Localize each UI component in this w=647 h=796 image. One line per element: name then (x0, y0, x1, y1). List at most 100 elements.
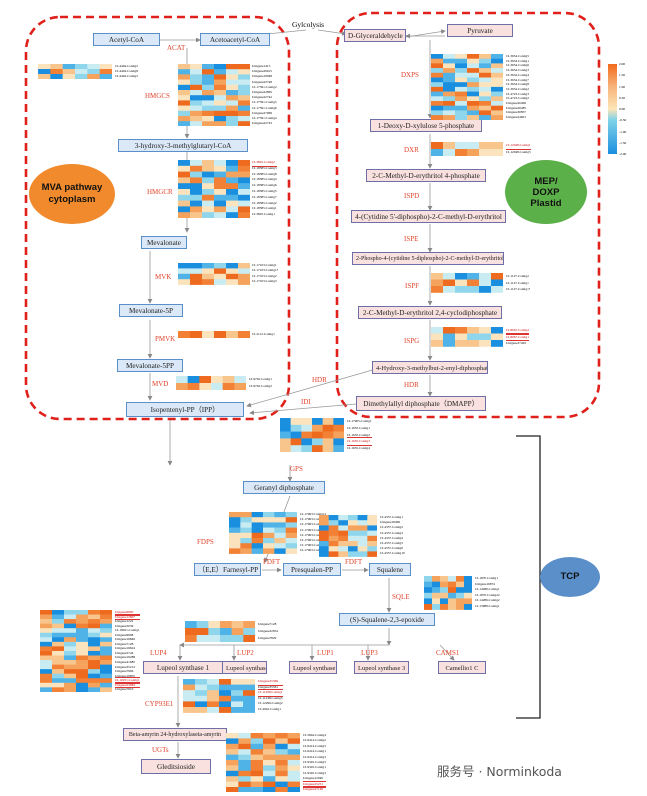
heatmap-cell (287, 733, 300, 739)
heatmap-cell (348, 515, 358, 521)
gene-label: CL3634.Contig5 (506, 54, 529, 58)
heatmap-cell (238, 116, 250, 122)
heatmap-pmvk (178, 331, 250, 338)
heatmap-cell (443, 91, 456, 97)
heatmap-cell (322, 424, 334, 432)
gene-label: Unigene7906 (115, 669, 134, 674)
heatmap-cell (64, 632, 77, 638)
heatmap-cell (40, 610, 53, 615)
gene-label: CL1127.Contig15 (506, 287, 531, 291)
tcp-label: TCP (540, 557, 600, 597)
heatmap-cell (183, 695, 196, 702)
heatmap-cell (100, 655, 112, 661)
heatmap-cell (238, 206, 250, 213)
heatmap-cell (88, 669, 101, 674)
heatmap-cell (431, 115, 444, 120)
enzyme-gps: GPS (290, 465, 303, 473)
heatmap-cell (250, 781, 264, 788)
heatmap-cell (100, 678, 112, 684)
heatmap-cell (176, 376, 188, 384)
heatmap-cell (178, 279, 191, 285)
heatmap-cell (202, 212, 215, 218)
heatmap-cell (431, 58, 444, 64)
heatmap-fdps-b (319, 515, 377, 557)
heatmap-cell (328, 546, 339, 552)
heatmap-cell (219, 679, 232, 685)
gene-label: Unigene23984 (115, 681, 140, 689)
heatmap-hmgcr (178, 160, 250, 218)
gene-label: CL9702.Contig1 (249, 377, 272, 381)
heatmap-cell (183, 701, 196, 708)
legend-tick: -0.50 (619, 118, 627, 123)
heatmap-cell (64, 682, 77, 688)
heatmap-cell (424, 581, 433, 588)
heatmap-cell (87, 69, 100, 75)
heatmap-cell (190, 165, 203, 172)
heatmap-cell (178, 116, 191, 122)
heatmap-cell (285, 538, 297, 544)
heatmap-cell (290, 424, 302, 432)
gene-label: Unigene6890 (115, 610, 140, 616)
heatmap-cell (40, 687, 53, 692)
heatmap-cell (202, 69, 215, 75)
heatmap-cell (238, 160, 250, 167)
heatmap-cell (263, 538, 275, 544)
heatmap-cell (229, 512, 241, 518)
heatmap-cell (214, 160, 227, 167)
gene-label: CL18585.Contig3 (252, 165, 277, 170)
heatmap-cell (226, 121, 239, 127)
gene-label: CL17103.Contig1 (252, 263, 277, 267)
gene-label: Unigene7128 (115, 641, 134, 646)
heatmap-cell (40, 641, 53, 647)
heatmap-cell (301, 418, 313, 426)
enzyme-lup3: LUP3 (361, 649, 378, 657)
heatmap-cell (448, 592, 457, 599)
heatmap-cell (64, 610, 77, 615)
heatmap-cell (287, 770, 300, 777)
heatmap-cell (76, 646, 89, 652)
heatmap-cell (40, 619, 53, 624)
legend-tick: 0.50 (619, 95, 626, 100)
heatmap-cell (467, 142, 480, 150)
heatmap-cell (219, 690, 232, 697)
gene-label: Unigene37463 (506, 341, 526, 345)
heatmap-cell (290, 431, 302, 439)
heatmap-cell (357, 525, 368, 531)
heatmap-cell (52, 641, 65, 647)
gene-label: Unigene22865 (252, 90, 272, 95)
node-mevalonate-5p: Mevalonate-5P (119, 304, 183, 317)
heatmap-cell (455, 91, 468, 97)
heatmap-cell (199, 383, 212, 390)
enzyme-ispg: ISPG (404, 337, 420, 345)
heatmap-cell (226, 200, 239, 207)
heatmap-cell (431, 333, 444, 341)
heatmap-cell (348, 535, 358, 542)
heatmap-cell (250, 776, 264, 782)
heatmap-cell (226, 279, 239, 285)
heatmap-cell (229, 532, 241, 539)
heatmap-cell (328, 515, 339, 521)
heatmap-cell (214, 79, 227, 86)
heatmap-cell (190, 84, 203, 91)
heatmap-cell (243, 621, 255, 629)
gene-label: CL4337.Contig3 (380, 530, 403, 535)
heatmap-cell (263, 754, 276, 761)
heatmap-cell (183, 679, 196, 685)
heatmap-cell (52, 646, 65, 652)
heatmap-cell (196, 621, 209, 629)
heatmap-cell (275, 781, 288, 788)
node-cdp-me: 4-(Cytidine 5'-diphospho)-2-C-methyl-D-e… (351, 210, 506, 223)
heatmap-cell (467, 91, 480, 97)
heatmap-cell (40, 650, 53, 656)
gene-label: Unigene20406 (506, 101, 526, 106)
heatmap-cell (100, 682, 112, 688)
gene-label: Unigene25369 (258, 679, 283, 686)
gene-label: CL6414.Contig5 (303, 743, 326, 748)
heatmap-cell (491, 68, 503, 74)
node-hmbpp: 4-Hydroxy-3-methylbut-2-enyl-diphosphate (372, 361, 488, 374)
gene-label: CL4404.Contig2 (115, 64, 138, 68)
enzyme-lup4: LUP4 (150, 649, 167, 657)
heatmap-cell (88, 673, 101, 679)
heatmap-cell (290, 445, 302, 452)
